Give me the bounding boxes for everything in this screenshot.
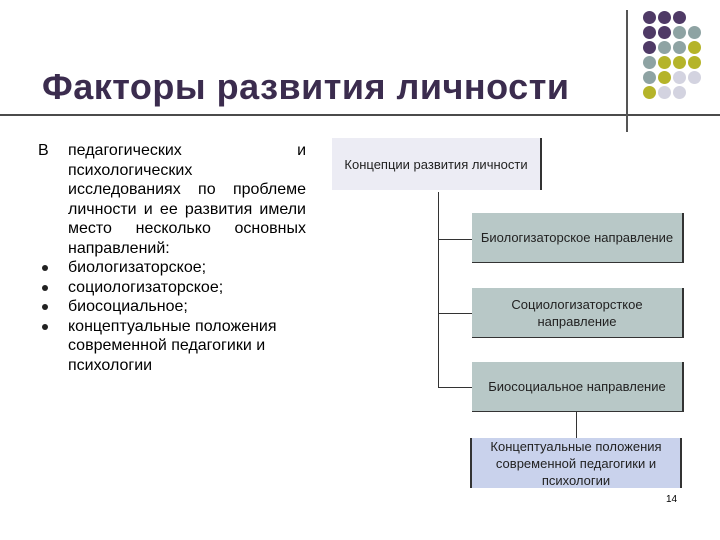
diagram-root-box: Концепции развития личности xyxy=(332,138,542,190)
branch-box-biological: Биологизаторское направление xyxy=(472,213,684,263)
decor-dot xyxy=(643,41,656,54)
slide-title: Факторы развития личности xyxy=(42,66,570,107)
decor-dot xyxy=(658,41,671,54)
decor-dot xyxy=(688,56,701,69)
decor-dot xyxy=(643,86,656,99)
intro-lead: В xyxy=(38,142,49,159)
decor-dot xyxy=(658,26,671,39)
decor-dot xyxy=(643,56,656,69)
text-block: В педагогических и психологических иссле… xyxy=(38,141,306,375)
connector-bottom xyxy=(576,412,577,438)
bullet-list: биологизаторское; социологизаторское; би… xyxy=(38,258,306,375)
decor-dot xyxy=(658,86,671,99)
bullet-item: биологизаторское; xyxy=(38,258,306,278)
branch-box-sociological: Социологизаторсткое направление xyxy=(472,288,684,338)
decor-dot xyxy=(673,56,686,69)
decor-dot xyxy=(643,26,656,39)
page-number: 14 xyxy=(666,494,678,505)
decor-dot xyxy=(688,26,701,39)
connector-trunk xyxy=(438,192,439,388)
decor-dot xyxy=(658,11,671,24)
decor-dot xyxy=(673,86,686,99)
bullet-item: концептуальные положения современной пед… xyxy=(38,317,306,376)
decor-dot xyxy=(673,71,686,84)
intro-paragraph: В педагогических и психологических иссле… xyxy=(38,141,306,258)
connector-branch-1 xyxy=(438,239,472,240)
bullet-item: социологизаторское; xyxy=(38,278,306,298)
decor-dot xyxy=(643,71,656,84)
decor-dot xyxy=(673,11,686,24)
bullet-item: биосоциальное; xyxy=(38,297,306,317)
decor-dot-grid xyxy=(636,8,716,108)
decor-vertical-divider xyxy=(626,10,628,132)
decor-dot xyxy=(643,11,656,24)
connector-branch-2 xyxy=(438,313,472,314)
decor-dot xyxy=(673,26,686,39)
decor-dot xyxy=(673,41,686,54)
decor-dot xyxy=(658,71,671,84)
intro-body: педагогических и психологических исследо… xyxy=(68,142,306,257)
title-divider xyxy=(0,114,720,116)
connector-branch-3 xyxy=(438,387,472,388)
branch-box-biosocial: Биосоциальное направление xyxy=(472,362,684,412)
bottom-box-concepts: Концептуальные положения современной пед… xyxy=(470,438,682,488)
decor-dot xyxy=(688,41,701,54)
decor-dot xyxy=(688,71,701,84)
decor-dot xyxy=(658,56,671,69)
